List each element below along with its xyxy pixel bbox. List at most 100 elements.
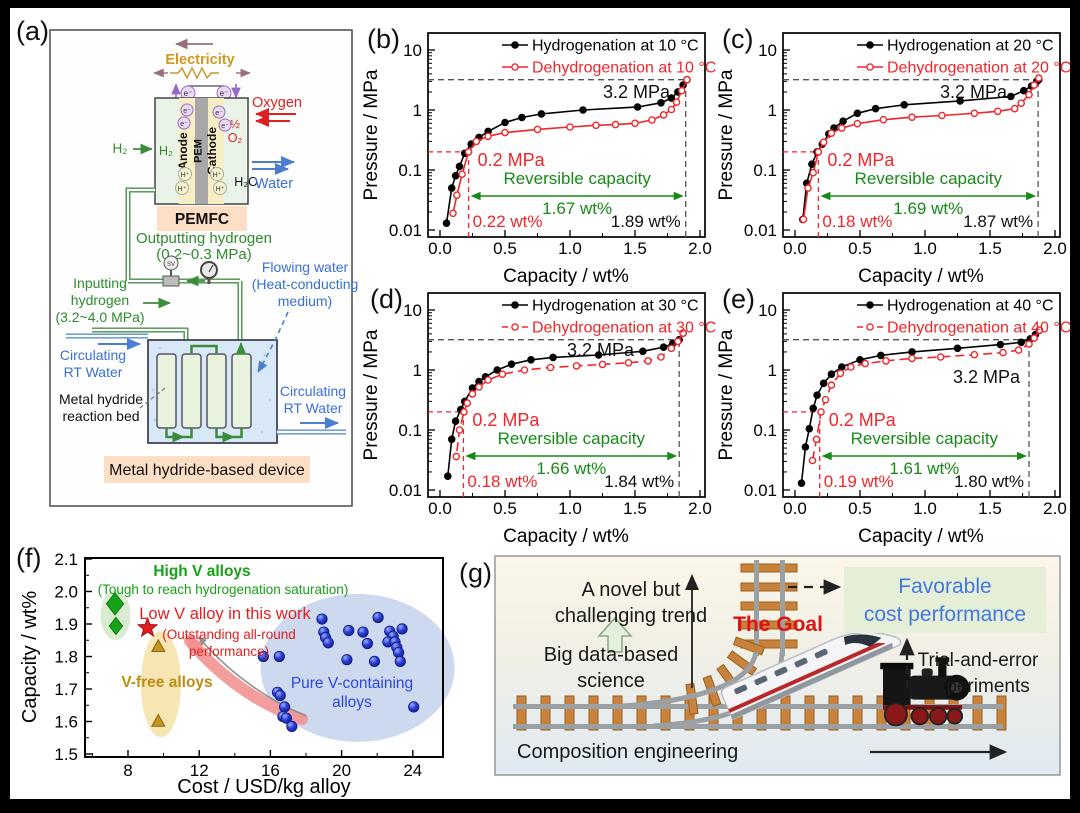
legend-label: Hydrogenation at 10 °C <box>532 38 699 55</box>
annotation-v_free: V-free alloys <box>121 674 212 691</box>
series-marker <box>1030 334 1039 342</box>
y-tick-label: 1.5 <box>54 745 78 764</box>
pure-v-point <box>341 654 353 666</box>
plot-frame <box>782 32 1061 238</box>
series-marker <box>447 184 456 192</box>
pure-v-point <box>408 701 420 713</box>
series-marker <box>996 340 1005 349</box>
series-marker <box>657 99 665 107</box>
trial-line1: Trial-and-error <box>918 650 1039 671</box>
y-tick-label: 1.8 <box>54 648 78 667</box>
series-marker <box>674 337 682 346</box>
series-marker <box>442 219 451 227</box>
series-marker <box>472 137 481 146</box>
proton-icon <box>210 167 224 181</box>
series-marker <box>449 209 457 218</box>
legend-label: Hydrogenation at 30 °C <box>532 298 699 315</box>
electricity-label: Electricity <box>165 52 234 68</box>
annotation-low_v_note1: (Outstanding all-round <box>162 627 296 642</box>
flowing-water-arrow <box>257 311 289 373</box>
series-marker <box>572 362 581 370</box>
inputting-line2: hydrogen <box>71 292 129 308</box>
pure-v-point <box>368 655 381 668</box>
series-marker <box>861 359 869 368</box>
series-marker <box>475 383 483 391</box>
o2-label: O₂ <box>228 131 243 145</box>
proton-icon <box>213 181 227 195</box>
series-marker <box>453 191 461 199</box>
x-tick-label: 0.0 <box>428 499 452 518</box>
pure-v-point <box>357 626 369 638</box>
electron-icon <box>177 116 191 130</box>
device-band <box>104 456 310 483</box>
series-marker <box>458 170 466 178</box>
water-speckle <box>268 398 272 402</box>
green-up-arrow <box>597 616 633 653</box>
y-tick-label: 1 <box>768 101 777 120</box>
series-marker <box>953 344 962 353</box>
series-marker <box>679 329 687 338</box>
annotation-pure_v2: alloys <box>332 694 372 711</box>
series-marker <box>667 344 676 353</box>
x-tick-label: 16 <box>261 761 280 780</box>
reversible-value-label: 1.61 wt% <box>889 459 959 478</box>
legend-marker <box>511 301 519 309</box>
series-marker <box>484 376 492 384</box>
cap-low-label: 0.19 wt% <box>824 472 894 491</box>
pem-strip <box>195 98 208 204</box>
pem-label: PEM <box>193 139 205 163</box>
composition-label: Composition engineering <box>517 741 738 763</box>
cap-high-label: 1.80 wt% <box>954 472 1024 491</box>
resistor-icon <box>170 66 219 80</box>
bigdata-line1: Big data-based <box>544 644 679 666</box>
outputting-line2: (0.2~0.3 MPa) <box>156 246 251 263</box>
plateau-dashed-lines <box>428 339 680 497</box>
x-tick-label: 0.5 <box>848 499 872 518</box>
series-marker <box>882 357 890 365</box>
series-marker <box>451 171 460 180</box>
series-marker <box>908 348 916 356</box>
anode-label: Anode <box>176 132 190 170</box>
x-tick-label: 1.5 <box>978 239 1002 258</box>
y-tick-label: 1.6 <box>54 713 78 732</box>
series-marker <box>638 347 647 356</box>
plateau-dashed-lines <box>428 79 687 237</box>
high-v-point <box>105 592 125 616</box>
y-axis-label: Pressure / MPa <box>716 69 737 200</box>
plot-frame <box>84 557 444 758</box>
proton-icon <box>175 181 189 195</box>
legend-marker <box>866 63 874 71</box>
series-marker <box>533 125 542 134</box>
x-tick-label: 1.0 <box>913 239 937 258</box>
series-marker <box>821 395 830 404</box>
panel-a-schematic: (a) Electricity e⁻ e⁻ Anode PEM Cathode … <box>16 16 359 507</box>
series-marker <box>908 354 916 363</box>
series-marker <box>518 113 526 122</box>
series-marker <box>644 357 652 365</box>
pure-v-point <box>257 650 269 663</box>
series-marker <box>999 348 1007 357</box>
annotation-high_v: High V alloys <box>153 563 250 580</box>
inputting-line3: (3.2~4.0 MPa) <box>55 309 144 325</box>
plateau-pressure-label: 3.2 MPa <box>940 82 1008 102</box>
series-marker <box>879 115 888 124</box>
series-marker <box>819 379 828 388</box>
series-marker <box>484 132 492 141</box>
flowing-line2: (Heat-conducting <box>252 276 359 292</box>
series-marker <box>819 138 828 147</box>
cap-high-label: 1.89 wt% <box>611 212 681 231</box>
pure-v-point <box>316 613 328 625</box>
series-marker <box>856 356 864 364</box>
series-marker <box>464 148 473 156</box>
series-marker <box>659 111 668 119</box>
novel-line2: challenging trend <box>555 605 707 627</box>
series-marker <box>812 435 821 444</box>
series-marker <box>507 360 516 368</box>
panel-g-illustration: (g) <box>459 555 1061 776</box>
series-marker <box>648 116 656 124</box>
reversible-value-label: 1.66 wt% <box>536 459 606 478</box>
high-v-point <box>108 616 124 636</box>
